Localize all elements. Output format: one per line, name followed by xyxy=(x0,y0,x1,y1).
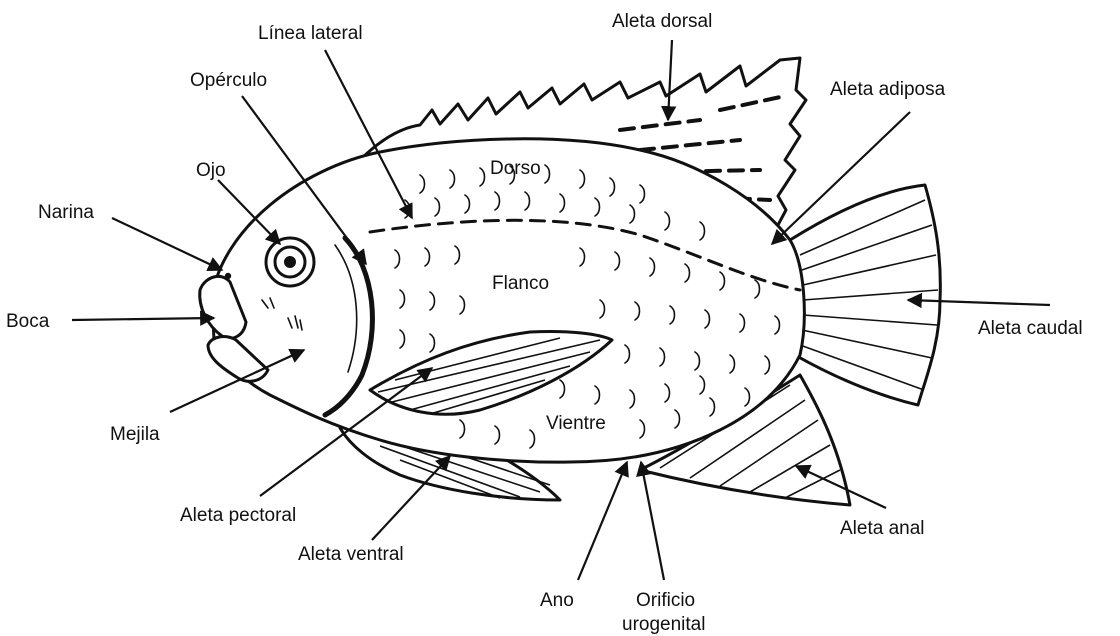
label-ano: Ano xyxy=(540,590,574,611)
label-dorso: Dorso xyxy=(490,158,541,179)
label-aleta-adiposa: Aleta adiposa xyxy=(830,79,946,100)
leader-narina xyxy=(112,218,222,270)
fish-illustration xyxy=(200,58,941,505)
label-aleta-dorsal: Aleta dorsal xyxy=(612,11,712,32)
label-aleta-ventral: Aleta ventral xyxy=(298,544,404,565)
fish-body-shape xyxy=(212,139,804,462)
label-flanco: Flanco xyxy=(492,273,549,294)
label-boca: Boca xyxy=(6,311,50,332)
label-orificio-line2: urogenital xyxy=(622,614,705,635)
leader-orificio xyxy=(641,462,664,580)
fish-nostril xyxy=(225,273,231,279)
label-aleta-anal: Aleta anal xyxy=(840,518,925,539)
fish-eye-pupil xyxy=(284,256,296,268)
label-aleta-caudal: Aleta caudal xyxy=(978,318,1083,339)
label-aleta-pectoral: Aleta pectoral xyxy=(180,505,296,526)
label-operculo: Opérculo xyxy=(190,70,267,91)
label-orificio-line1: Orificio xyxy=(636,590,695,611)
label-vientre: Vientre xyxy=(546,413,606,434)
label-linea-lateral: Línea lateral xyxy=(258,23,363,44)
leader-boca xyxy=(72,318,214,320)
leader-ano xyxy=(578,462,627,580)
label-ojo: Ojo xyxy=(196,160,226,181)
label-mejila: Mejila xyxy=(110,424,160,445)
label-narina: Narina xyxy=(38,202,94,223)
